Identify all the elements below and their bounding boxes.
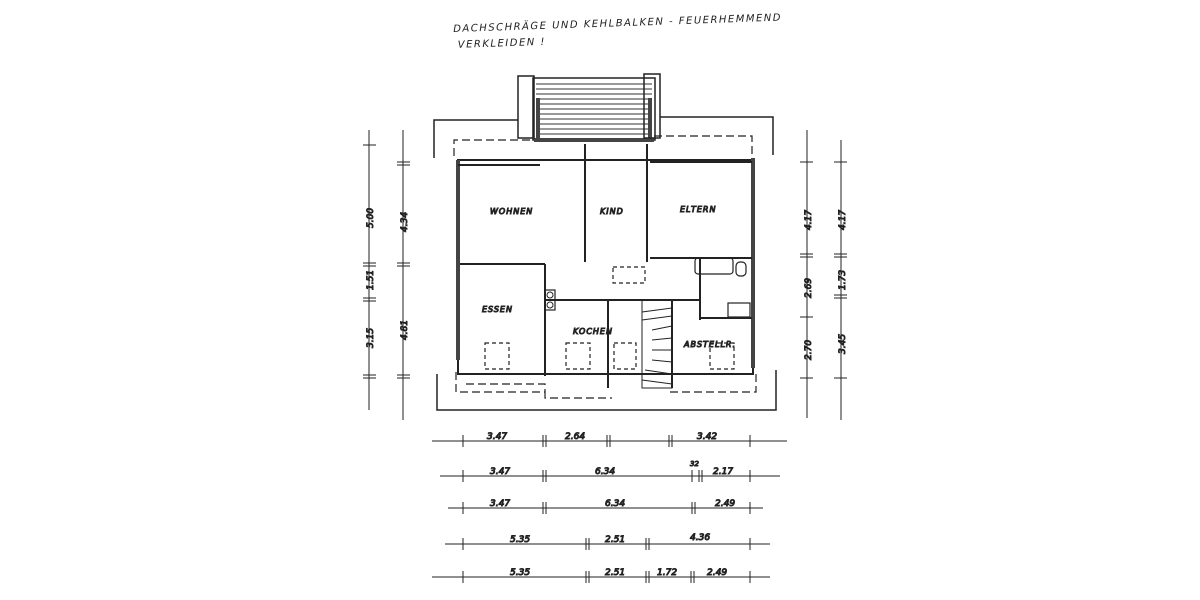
dim-bottom-r2-3: 32 (690, 460, 699, 468)
staircase (641, 299, 673, 389)
room-label-wohnen: WOHNEN (490, 207, 533, 216)
dim-left-outer-1: 5.00 (366, 208, 376, 228)
dim-right-inner-2: 2.69 (804, 278, 814, 298)
dim-bottom-r5-4: 2.49 (707, 568, 727, 578)
room-label-essen: ESSEN (482, 305, 513, 314)
dim-left-inner-1: 4.34 (400, 212, 410, 232)
dim-left-inner-2: 4.81 (400, 320, 410, 340)
dim-bottom-r3-3: 2.49 (715, 499, 735, 509)
dim-left-outer-3: 3.15 (366, 328, 376, 348)
roof-outline (433, 116, 777, 411)
dim-right-inner-3: 2.70 (804, 340, 814, 360)
right-dimension-lines (800, 130, 847, 420)
dim-right-outer-3: 3.45 (838, 334, 848, 354)
left-dimension-lines (363, 130, 410, 420)
dim-bottom-r4-1: 5.35 (510, 535, 530, 545)
interior-walls (458, 144, 752, 388)
dim-bottom-r4-2: 2.51 (605, 535, 625, 545)
balcony-hatch (532, 77, 656, 142)
bottom-dimension-lines (432, 435, 787, 583)
dim-bottom-r3-2: 6.34 (605, 499, 625, 509)
room-label-eltern: ELTERN (680, 205, 716, 214)
dim-bottom-r2-1: 3.47 (490, 467, 510, 477)
dim-bottom-r3-1: 3.47 (490, 499, 510, 509)
dim-bottom-r5-1: 5.35 (510, 568, 530, 578)
dim-right-outer-1: 4.17 (838, 210, 848, 230)
dim-bottom-r1-3: 3.42 (697, 432, 717, 442)
dim-bottom-r2-2: 6.34 (595, 467, 615, 477)
dim-right-outer-2: 1.73 (838, 270, 848, 290)
dim-left-outer-2: 1.51 (366, 270, 376, 290)
dim-bottom-r4-3: 4.36 (690, 533, 710, 543)
room-label-kind: KIND (600, 207, 624, 216)
dim-bottom-r5-2: 2.51 (605, 568, 625, 578)
dim-bottom-r5-3: 1.72 (657, 568, 677, 578)
room-label-abstellr: ABSTELLR. (683, 340, 736, 349)
room-label-kochen: KOCHEN (573, 327, 613, 336)
dim-bottom-r1-1: 3.47 (487, 432, 507, 442)
dim-bottom-r1-2: 2.64 (565, 432, 585, 442)
dim-bottom-r2-4: 2.17 (713, 467, 733, 477)
dim-right-inner-1: 4.17 (804, 210, 814, 230)
